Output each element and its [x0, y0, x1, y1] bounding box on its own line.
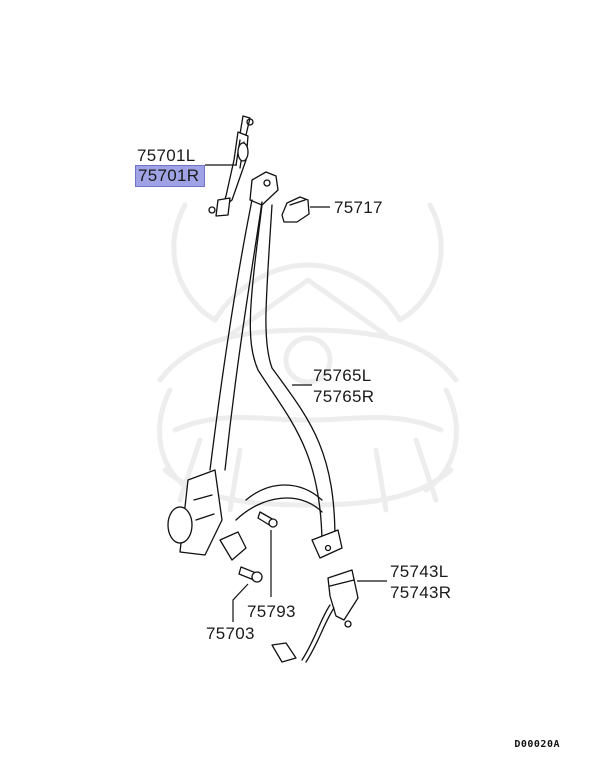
callout-75701R-highlighted[interactable]: 75701R — [135, 165, 206, 187]
leader-lines — [205, 164, 387, 622]
callout-75703[interactable]: 75703 — [206, 624, 255, 643]
bolt-part[interactable] — [238, 566, 263, 583]
anchor-adjuster-part[interactable] — [208, 115, 254, 217]
callout-75743R[interactable]: 75743R — [390, 583, 452, 602]
belt-webbing-part[interactable] — [209, 199, 343, 559]
diagram-code: D00020A — [514, 739, 560, 750]
retractor-part[interactable] — [167, 469, 247, 561]
belt-guide-cover-part[interactable] — [281, 196, 310, 223]
callout-75765R[interactable]: 75765R — [313, 387, 375, 406]
callout-75701L[interactable]: 75701L — [137, 146, 196, 165]
watermark-logo — [157, 202, 459, 513]
callout-75717[interactable]: 75717 — [334, 198, 383, 217]
d-ring-part — [249, 171, 279, 206]
buckle-part[interactable] — [271, 569, 359, 663]
callout-75793[interactable]: 75793 — [247, 602, 296, 621]
callout-75765L[interactable]: 75765L — [313, 366, 372, 385]
screw-part[interactable] — [257, 511, 278, 528]
callout-75743L[interactable]: 75743L — [390, 562, 449, 581]
